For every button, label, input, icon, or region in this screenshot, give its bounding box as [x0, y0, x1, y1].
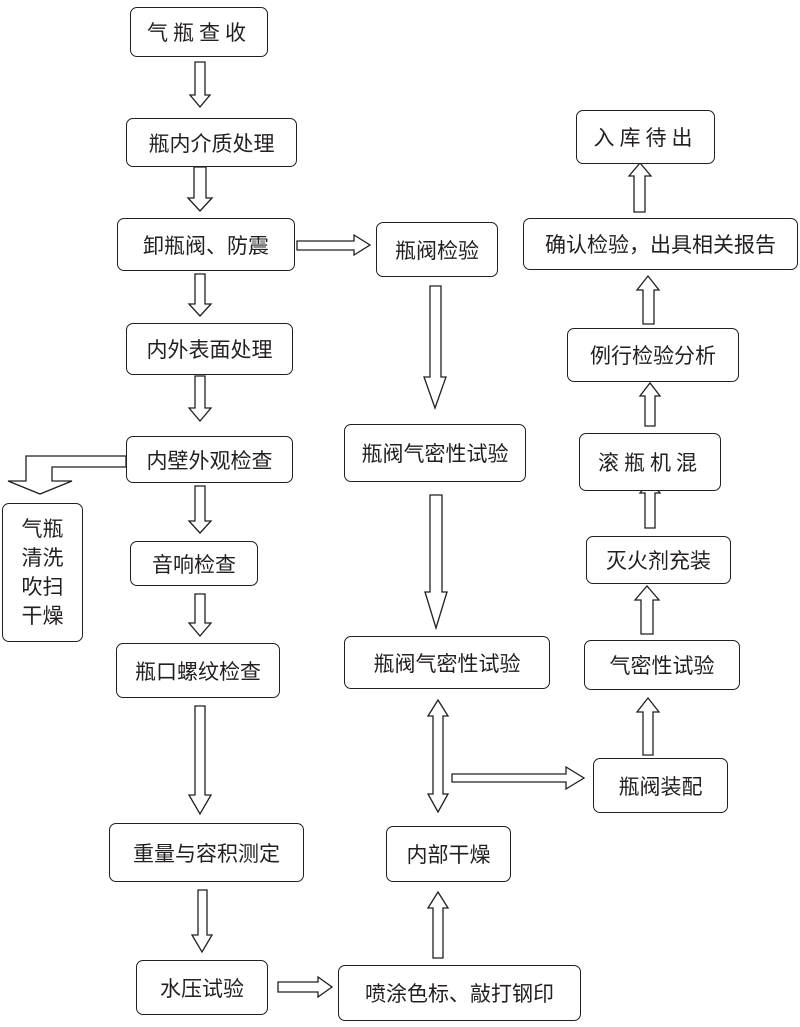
arrow-painting-to-drying	[426, 890, 450, 959]
node-weight-volume: 重量与容积测定	[109, 823, 304, 882]
node-valve-assembly: 瓶阀装配	[593, 758, 728, 813]
node-routine-analysis: 例行检验分析	[567, 328, 739, 382]
arrow-inner-wall-to-sound	[187, 485, 213, 534]
cleaning-line-4: 干燥	[21, 603, 64, 628]
arrow-rolling-to-analysis	[638, 381, 662, 427]
node-internal-drying: 内部干燥	[386, 826, 511, 882]
arrow-airtight-1-to-airtight-2	[424, 494, 448, 631]
cleaning-line-2: 清洗	[21, 545, 64, 570]
arrow-analysis-to-report	[635, 274, 661, 325]
arrow-valve-assembly-to-airtight	[635, 696, 661, 756]
arrow-sound-to-thread	[187, 593, 213, 638]
node-valve-inspection: 瓶阀检验	[376, 222, 498, 277]
arrow-drying-airtight-double	[426, 698, 450, 814]
node-confirm-report: 确认检验，出具相关报告	[523, 218, 798, 270]
node-airtight-test: 气密性试验	[584, 640, 740, 690]
node-hydro-test: 水压试验	[136, 960, 268, 1015]
arrow-valve-removal-to-inspection	[296, 233, 372, 257]
node-cylinder-inspection: 气瓶查收	[130, 7, 268, 57]
node-inner-wall-check: 内壁外观检查	[126, 436, 293, 483]
arrow-valve-removal-to-surface	[187, 273, 213, 317]
arrow-branch-to-valve-assembly	[451, 765, 586, 791]
node-medium-treatment: 瓶内介质处理	[126, 118, 297, 167]
node-valve-airtight-2: 瓶阀气密性试验	[344, 636, 550, 689]
node-roll-mixing: 滚瓶机混	[579, 433, 721, 491]
node-storage: 入库待出	[576, 110, 715, 164]
node-cylinder-cleaning: 气瓶 清洗 吹扫 干燥	[2, 503, 83, 642]
arrow-surface-to-inner-wall	[187, 375, 213, 423]
arrow-valve-inspection-to-airtight-1	[423, 285, 447, 410]
node-valve-airtight-1: 瓶阀气密性试验	[344, 424, 526, 482]
cleaning-line-1: 气瓶	[21, 516, 64, 541]
arrow-weight-to-hydro	[190, 889, 214, 954]
cleaning-line-3: 吹扫	[21, 574, 64, 599]
arrow-hydro-to-painting	[277, 975, 334, 999]
node-valve-removal: 卸瓶阀、防震	[117, 218, 295, 271]
node-painting-stamping: 喷涂色标、敲打钢印	[338, 965, 581, 1021]
arrow-thread-to-weight	[187, 705, 213, 816]
arrow-inner-wall-to-cleaning	[7, 455, 127, 495]
node-surface-treatment: 内外表面处理	[126, 323, 293, 375]
arrow-medium-to-valve-removal	[186, 166, 214, 212]
node-thread-check: 瓶口螺纹检查	[116, 643, 280, 698]
arrow-report-to-storage	[627, 161, 653, 213]
node-sound-check: 音响检查	[130, 541, 258, 586]
arrow-airtight-to-filling	[633, 585, 661, 635]
node-agent-filling: 灭火剂充装	[586, 536, 731, 584]
arrow-inspection-to-medium	[188, 61, 212, 109]
